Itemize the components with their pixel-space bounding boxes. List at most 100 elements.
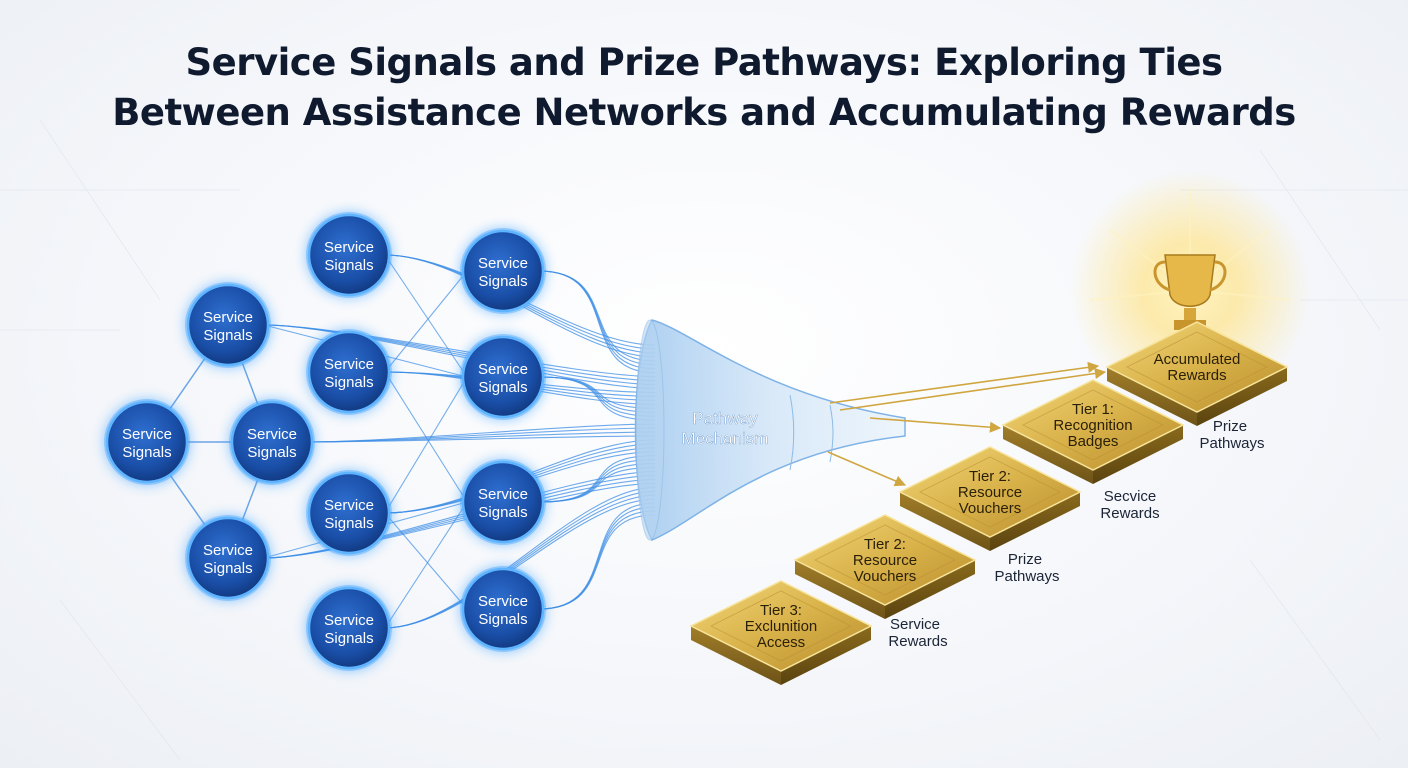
node-label-line-1: Service: [478, 255, 528, 272]
tile-side-right: [990, 492, 1080, 551]
tier-label-line: Resource: [958, 484, 1022, 501]
tile-top: [1105, 321, 1289, 413]
side-label-service-rewards-2-l1: Service: [890, 616, 940, 633]
signal-link: [307, 435, 656, 443]
tile-top: [898, 446, 1082, 538]
node-label-line-2: Signals: [478, 273, 527, 290]
tier-label-line: Accumulated: [1154, 351, 1241, 368]
tile-side-left: [1003, 425, 1093, 484]
tile-top: [1001, 379, 1185, 471]
tier-label-line: Vouchers: [854, 568, 917, 585]
node-label-line-1: Service: [324, 497, 374, 514]
signal-link: [538, 270, 656, 374]
node-label-line-1: Service: [122, 426, 172, 443]
node-circle: [461, 229, 545, 313]
cross-link: [384, 512, 468, 610]
cross-link: [384, 270, 468, 373]
side-label-prize-pathways-1-l2: Pathways: [1199, 435, 1264, 452]
tile-side-left: [691, 626, 781, 685]
signal-links: [263, 254, 656, 629]
tile-side-left: [900, 492, 990, 551]
node-label-line-1: Service: [324, 612, 374, 629]
node-label-line-2: Signals: [324, 515, 373, 532]
node-label-line-1: Service: [324, 239, 374, 256]
tier-label-line: Recognition: [1053, 417, 1132, 434]
signal-link: [538, 467, 656, 503]
tile-side-left: [795, 560, 885, 619]
node-circle: [105, 400, 189, 484]
node-label-line-1: Service: [478, 486, 528, 503]
signal-link: [538, 270, 656, 370]
tile-side-right: [1093, 425, 1183, 484]
title-line-1: Service Signals and Prize Pathways: Expl…: [185, 41, 1224, 84]
tile-side-right: [1197, 367, 1287, 426]
signal-link: [263, 324, 656, 390]
node-circle: [230, 400, 314, 484]
node-circle: [307, 330, 391, 414]
signal-link: [384, 498, 656, 629]
side-label-service-rewards-1-l1: Secvice: [1104, 488, 1157, 505]
tile-inner-border: [1022, 389, 1164, 461]
tile-inner-border: [1126, 331, 1268, 403]
node-circle: [461, 567, 545, 651]
tier-label-line: Exclunition: [745, 618, 818, 635]
title-line-2: Between Assistance Networks and Accumula…: [112, 91, 1296, 134]
tile-top: [793, 514, 977, 606]
pathway-funnel: Pathway Mechanism: [634, 319, 906, 541]
funnel-label-line-1: Pathway: [692, 409, 758, 428]
side-labels: Prize Pathways Secvice Rewards Prize Pat…: [888, 418, 1264, 650]
signal-link: [263, 482, 656, 559]
tier-label-line: Resource: [853, 552, 917, 569]
node-circle: [461, 460, 545, 544]
node-circle: [186, 516, 270, 600]
node-label-line-2: Signals: [324, 630, 373, 647]
node-circle: [307, 471, 391, 555]
tile-inner-border: [814, 524, 956, 596]
side-label-prize-pathways-2-l1: Prize: [1008, 551, 1042, 568]
node-label-line-1: Service: [478, 593, 528, 610]
cross-link: [384, 371, 468, 503]
node-circle: [461, 335, 545, 419]
background-grid: [0, 119, 1408, 761]
tier-label-line: Access: [757, 634, 805, 651]
tier-label-line: Rewards: [1167, 367, 1226, 384]
node-label-line-2: Signals: [324, 257, 373, 274]
tier-label-line: Tier 3:: [760, 602, 802, 619]
node-label-line-2: Signals: [203, 560, 252, 577]
side-label-service-rewards-1-l2: Rewards: [1100, 505, 1159, 522]
tile-side-right: [781, 626, 871, 685]
node-label-line-1: Service: [203, 309, 253, 326]
tile-inner-border: [710, 590, 852, 662]
node-circle: [307, 213, 391, 297]
funnel-label-line-2: Mechanism: [682, 429, 769, 448]
node-circle: [307, 586, 391, 670]
cross-link: [384, 254, 468, 378]
node-label-line-1: Service: [247, 426, 297, 443]
cross-link: [384, 376, 468, 514]
reward-arrows: [827, 361, 1107, 487]
tile-side-right: [885, 560, 975, 619]
node-label-line-2: Signals: [478, 611, 527, 628]
tier-label-line: Tier 2:: [864, 536, 906, 553]
signal-link: [538, 506, 656, 610]
signal-link: [538, 514, 656, 610]
tile-inner-border: [919, 456, 1061, 528]
tier-label-line: Tier 1:: [1072, 401, 1114, 418]
signal-link: [538, 502, 656, 610]
tier-label-line: Badges: [1068, 433, 1119, 450]
node-label-line-2: Signals: [247, 444, 296, 461]
